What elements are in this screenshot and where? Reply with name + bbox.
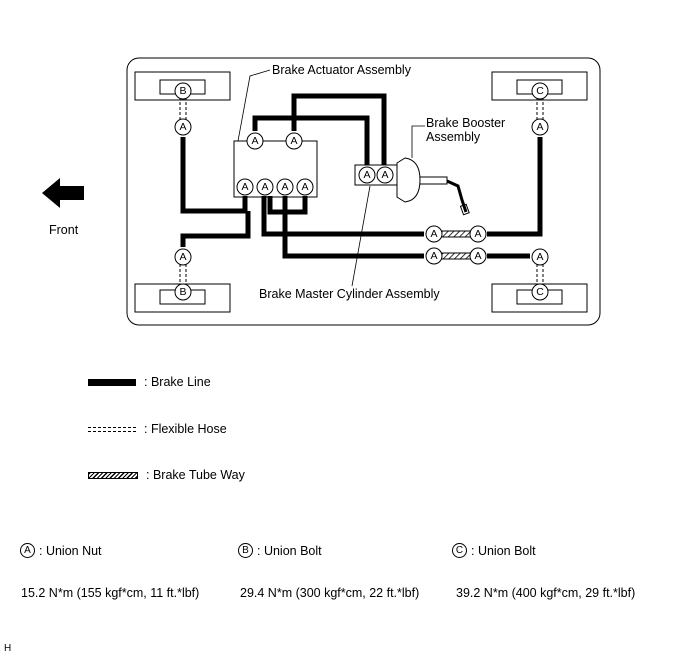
marker-a-actuator-bottom-4: A (296, 178, 314, 196)
svg-text:C: C (536, 286, 544, 298)
flexible-hose-symbol (88, 426, 136, 432)
svg-text:A: A (290, 135, 297, 147)
marker-a-master-cyl-1: A (358, 166, 376, 184)
marker-b-front-left: B (174, 82, 192, 100)
legend-flexible-hose-text: : Flexible Hose (144, 422, 227, 436)
label-brake-actuator: Brake Actuator Assembly (272, 63, 412, 77)
leader-lines (237, 69, 425, 287)
torque-b: 29.4 N*m (300 kgf*cm, 22 ft.*lbf) (240, 586, 420, 600)
svg-text:A: A (536, 251, 543, 263)
flexible-hoses (179, 97, 544, 286)
label-master-cylinder: Brake Master Cylinder Assembly (259, 287, 440, 301)
svg-text:A: A (241, 181, 248, 193)
marker-a-actuator-top-1: A (246, 132, 264, 150)
legend-brake-line: : Brake Line (88, 372, 211, 392)
svg-text:A: A (301, 181, 308, 193)
svg-text:C: C (536, 85, 544, 97)
spec-union-nut-a: A : Union Nut (20, 543, 102, 558)
svg-text:B: B (179, 286, 186, 298)
marker-a-icon: A (20, 543, 35, 558)
marker-c-rear-left: C (531, 82, 549, 100)
svg-text:A: A (179, 251, 186, 263)
svg-text:B: B (179, 85, 186, 97)
svg-text:A: A (261, 181, 268, 193)
legend-flexible-hose: : Flexible Hose (88, 419, 227, 439)
brake-lines (180, 93, 543, 259)
spec-b-label: : Union Bolt (257, 543, 322, 558)
marker-a-actuator-bottom-3: A (276, 178, 294, 196)
marker-a-front-right: A (174, 248, 192, 266)
marker-a-actuator-bottom-1: A (236, 178, 254, 196)
marker-a-tube-lower-right: A (469, 247, 487, 265)
svg-text:A: A (381, 169, 388, 181)
marker-a-actuator-bottom-2: A (256, 178, 274, 196)
legend-brake-line-text: : Brake Line (144, 375, 211, 389)
brake-actuator-body (233, 140, 318, 198)
marker-a-tube-upper-right: A (469, 225, 487, 243)
marker-b-icon: B (238, 543, 253, 558)
front-arrow (42, 178, 84, 208)
label-brake-booster-2: Assembly (426, 130, 481, 144)
vehicle-outline (126, 57, 601, 326)
legend-tube-way-text: : Brake Tube Way (146, 468, 245, 482)
tube-way-symbol (88, 471, 138, 479)
svg-text:A: A (179, 121, 186, 133)
brake-line-diagram: B A C A A B A C A A A A A A A A A A A A … (42, 57, 601, 326)
corner-mark: H (4, 643, 12, 654)
marker-a-actuator-top-2: A (285, 132, 303, 150)
brake-booster (396, 157, 470, 216)
svg-text:A: A (474, 250, 481, 262)
spec-c-label: : Union Bolt (471, 543, 536, 558)
legend-tube-way: : Brake Tube Way (88, 465, 245, 485)
svg-text:A: A (251, 135, 258, 147)
spec-union-bolt-c: C : Union Bolt (452, 543, 536, 558)
torque-c: 39.2 N*m (400 kgf*cm, 29 ft.*lbf) (456, 586, 636, 600)
marker-c-icon: C (452, 543, 467, 558)
marker-c-rear-right: C (531, 283, 549, 301)
label-front: Front (49, 223, 79, 237)
svg-text:A: A (281, 181, 288, 193)
marker-a-tube-lower-left: A (425, 247, 443, 265)
brake-line-symbol (88, 378, 136, 386)
svg-text:A: A (430, 250, 437, 262)
union-markers: B A C A A B A C A A A A A A A A A A A A (174, 82, 549, 301)
svg-text:A: A (363, 169, 370, 181)
marker-a-tube-upper-left: A (425, 225, 443, 243)
spec-union-bolt-b: B : Union Bolt (238, 543, 322, 558)
svg-text:A: A (474, 228, 481, 240)
svg-text:A: A (536, 121, 543, 133)
label-brake-booster-1: Brake Booster (426, 116, 505, 130)
marker-a-rear-left: A (531, 118, 549, 136)
torque-a: 15.2 N*m (155 kgf*cm, 11 ft.*lbf) (21, 586, 200, 600)
brake-tube-ways (440, 230, 472, 260)
svg-text:A: A (430, 228, 437, 240)
marker-a-front-left: A (174, 118, 192, 136)
marker-a-master-cyl-2: A (376, 166, 394, 184)
marker-b-front-right: B (174, 283, 192, 301)
spec-a-label: : Union Nut (39, 543, 102, 558)
marker-a-rear-right: A (531, 248, 549, 266)
